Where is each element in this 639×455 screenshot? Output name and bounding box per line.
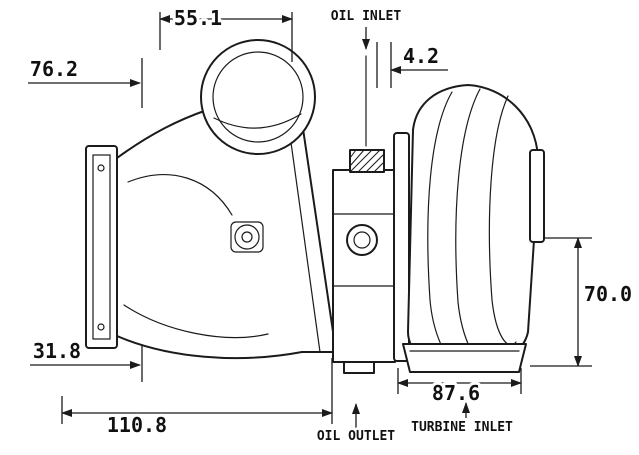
compressor-outline-bottom [116, 335, 303, 360]
dim-overall-length: 110.8 [61, 358, 333, 440]
oil-inlet-port [349, 149, 385, 173]
dim-bottom-right-width: 87.6 [397, 368, 522, 408]
inlet-bore-contour [213, 113, 302, 129]
dim-oil-offset-value: 4.2 [403, 44, 439, 68]
compressor-housing [116, 109, 337, 360]
contour-line [123, 304, 269, 339]
dim-right-height-value: 70.0 [584, 282, 632, 306]
bolt-hole [97, 164, 105, 172]
flange-outer [85, 145, 118, 349]
compressor-inlet [200, 39, 316, 155]
dim-oil-offset: 4.2 [376, 41, 448, 88]
dim-left-lower-value: 31.8 [33, 339, 81, 363]
oil-inlet-label: OIL INLET [331, 9, 402, 24]
bearing-housing [332, 149, 396, 374]
dim-left-lower: 31.8 [30, 336, 143, 382]
compressor-outline-top [116, 109, 208, 159]
dim-top-width-value: 55.1 [174, 6, 222, 30]
turbine-inlet-flange [402, 343, 527, 373]
contour-line [127, 174, 233, 216]
flange-inner [92, 154, 111, 340]
compressor-boss [230, 221, 264, 253]
dim-right-height: 70.0 [530, 237, 635, 367]
dim-top-width: 55.1 [159, 3, 293, 62]
boss-outer [234, 224, 260, 250]
inlet-outer-ring [200, 39, 316, 155]
turbine-housing [407, 84, 545, 373]
turbine-inlet-label: TURBINE INLET [411, 420, 513, 435]
oil-outlet-port [343, 361, 375, 374]
dim-left-upper: 76.2 [27, 54, 143, 108]
oil-inlet-callout: OIL INLET [328, 7, 404, 147]
dim-left-upper-value: 76.2 [30, 57, 78, 81]
contour-line [288, 127, 321, 353]
bolt-hole [97, 323, 105, 331]
turbine-backplate [393, 132, 410, 362]
inlet-inner-ring [212, 51, 304, 143]
turbine-inlet-callout: TURBINE INLET [409, 402, 516, 438]
boss-pad [230, 221, 264, 253]
dim-overall-length-value: 110.8 [107, 413, 167, 437]
turbine-inlet-flange-outline [402, 343, 527, 373]
compressor-backplate-edge [301, 121, 337, 353]
oil-outlet-label: OIL OUTLET [317, 429, 395, 444]
boss-inner [241, 231, 253, 243]
oil-inlet-hatching [349, 149, 385, 173]
center-port-outer [346, 224, 378, 256]
oil-outlet-callout: OIL OUTLET [314, 403, 398, 447]
turbine-outlet-flange [529, 149, 545, 243]
center-port-inner [353, 231, 371, 249]
compressor-flange [85, 145, 118, 349]
volute-rib [488, 95, 517, 346]
dim-bottom-right-width-value: 87.6 [432, 381, 480, 405]
bearing-housing-body [332, 169, 396, 363]
